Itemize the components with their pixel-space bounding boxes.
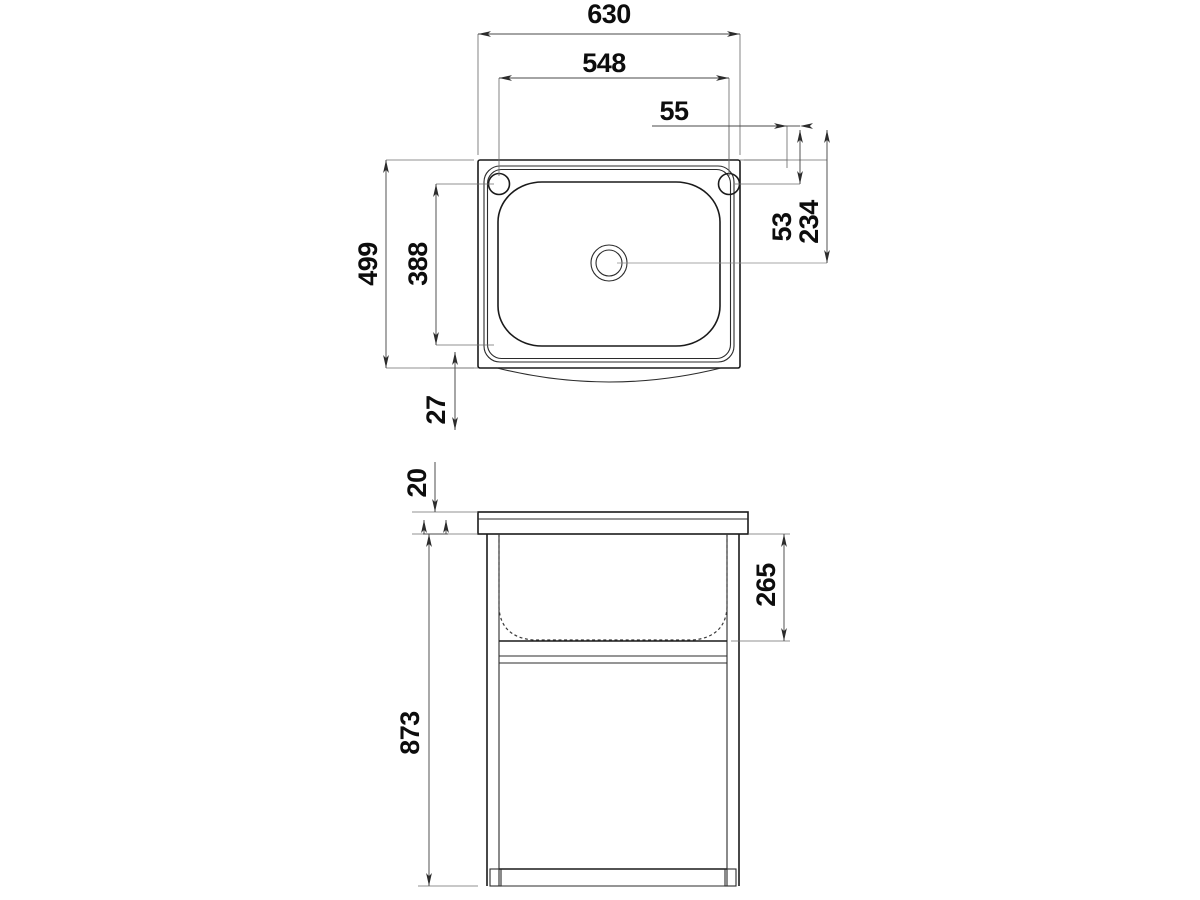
sink-rim-outline-2 [486,168,732,360]
dim-text-27: 27 [421,395,451,424]
dim-text-873: 873 [395,711,425,755]
dim-text-630: 630 [587,0,631,29]
front-apron-arc [496,367,722,383]
dim-text-20: 20 [402,468,432,497]
elevation-foot-right [724,868,737,887]
dim-text-548: 548 [582,48,626,78]
sink-bowl-opening [497,181,721,347]
dim-text-53: 53 [767,212,797,242]
sink-rim-outline-1 [483,165,735,363]
dim-text-265: 265 [751,563,781,607]
elevation-worktop-slab [477,511,749,535]
elevation-view-group: 20 265 873 [395,462,790,887]
dim-text-499: 499 [353,242,383,286]
sink-outer-plate [477,159,741,369]
elevation-foot-left [489,868,502,887]
dim-text-234: 234 [794,200,824,244]
plan-view-group: 630 548 55 499 388 27 53 234 [353,0,830,430]
dim-text-388: 388 [403,242,433,286]
elevation-bowl-hidden-profile [498,534,728,641]
dim-text-55: 55 [659,96,689,126]
